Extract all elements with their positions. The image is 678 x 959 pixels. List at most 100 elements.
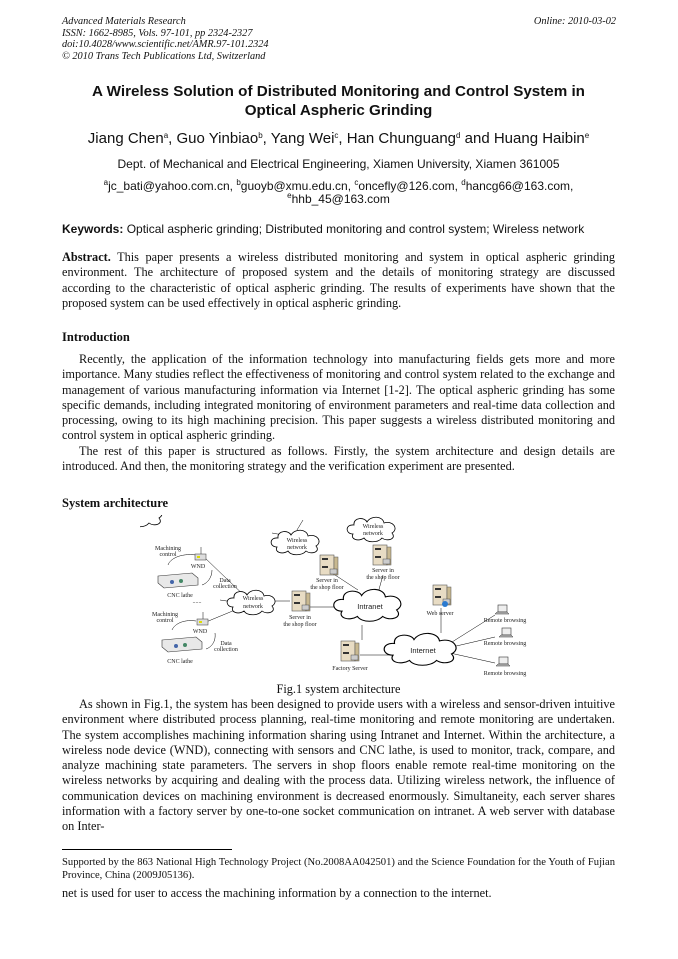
author: Jiang Chen (87, 130, 164, 147)
author-sup: b (258, 131, 263, 140)
label: the shop floor (283, 621, 316, 628)
paragraph-continued: net is used for user to access the machi… (62, 886, 492, 900)
web-server: Web server (426, 584, 454, 617)
label: CNC lathe (167, 659, 193, 665)
label: WND (193, 629, 208, 635)
label: Intranet (357, 602, 383, 611)
label: Factory Server (332, 666, 368, 672)
ellipsis: ...... (193, 599, 203, 605)
label: Remote browsing (484, 618, 527, 624)
email-sup: e (287, 191, 292, 200)
label: Remote browsing (484, 671, 527, 677)
label: Machining (155, 546, 181, 552)
label: Remote browsing (484, 641, 527, 647)
remote-client-3: Remote browsing (484, 656, 527, 677)
email-sup: b (236, 178, 241, 187)
cnc-lathe-1: CNC lathe (157, 572, 199, 599)
author: Huang Haibin (493, 130, 585, 147)
email: hancg66@163.com (465, 179, 570, 193)
author-sup: d (456, 131, 461, 140)
affiliation: Dept. of Mechanical and Electrical Engin… (117, 157, 560, 171)
abstract-label: Abstract. (62, 250, 111, 264)
label: collection (214, 647, 238, 653)
label: Server in (289, 615, 311, 621)
title-line: Optical Aspheric Grinding (244, 102, 433, 119)
email: guoyb@xmu.edu.cn (240, 179, 348, 193)
author-sup: a (163, 131, 169, 140)
cloud-wireless-middle: Wireless network (226, 589, 276, 616)
label: Data (219, 578, 231, 584)
author-sup: e (584, 131, 590, 140)
journal-name: Advanced Materials Research (62, 16, 186, 27)
label: Wireless (363, 524, 384, 530)
author-sup: c (334, 131, 339, 140)
label: Web server (426, 611, 453, 617)
label: Internet (410, 646, 436, 655)
author: Yang Wei (270, 130, 335, 147)
cloud-intranet: Intranet (140, 515, 402, 622)
footnote: Supported by the 863 National High Techn… (62, 857, 615, 882)
email: jc_bati@yahoo.com.cn (108, 179, 230, 193)
title-line: A Wireless Solution of Distributed Monit… (92, 83, 585, 100)
author: Guo Yinbiao (176, 130, 259, 147)
cnc-lathe-2: CNC lathe (161, 636, 203, 665)
sep: , (168, 130, 177, 147)
wnd-2: WND (193, 611, 209, 635)
doi: doi:10.4028/www.scientific.net/AMR.97-10… (62, 39, 269, 50)
journal-header: Advanced Materials Research ISSN: 1662-8… (62, 16, 269, 62)
email: oncefly@126.com (358, 179, 455, 193)
email-sup: c (354, 178, 359, 187)
label: control (160, 552, 177, 558)
label: Machining (152, 612, 178, 618)
email-sup: d (461, 178, 466, 187)
author: Han Chunguang (346, 130, 457, 147)
label: Wireless (287, 538, 308, 544)
sep: , (338, 130, 347, 147)
factory-server: Factory Server (332, 640, 368, 672)
label: network (243, 604, 263, 610)
paper-title: A Wireless Solution of Distributed Monit… (62, 82, 615, 120)
label: network (287, 545, 307, 551)
abstract: Abstract. This paper presents a wireless… (62, 250, 615, 311)
label: Data (220, 641, 232, 647)
section-heading: Introduction (62, 330, 130, 344)
label: Server in (372, 568, 394, 574)
label: Wireless (243, 596, 264, 602)
label: network (363, 531, 383, 537)
paragraph: Recently, the application of the informa… (62, 352, 615, 443)
wnd-1: WND (191, 546, 207, 570)
section-heading: System architecture (62, 496, 169, 510)
email-sup: a (103, 178, 109, 187)
email: hhb_45@163.com (291, 192, 390, 206)
label: control (157, 618, 174, 624)
sep: and (460, 130, 494, 147)
keywords-label: Keywords: (62, 222, 124, 236)
label: WND (191, 564, 206, 570)
online-date: Online: 2010-03-02 (533, 16, 616, 27)
label: the shop floor (366, 574, 399, 581)
paragraph: As shown in Fig.1, the system has been d… (62, 697, 615, 834)
footnote-rule (62, 849, 232, 850)
figure-caption: Fig.1 system architecture (276, 682, 401, 696)
sep: , (262, 130, 271, 147)
issn: ISSN: 1662-8985, Vols. 97-101, pp 2324-2… (62, 27, 253, 39)
label: Server in (316, 578, 338, 584)
label: collection (213, 584, 237, 590)
label: the shop floor (310, 584, 343, 591)
paragraph: The rest of this paper is structured as … (62, 444, 615, 474)
copyright: © 2010 Trans Tech Publications Ltd, Swit… (62, 50, 266, 62)
label: CNC lathe (167, 593, 193, 599)
keywords-text: Optical aspheric grinding; Distributed m… (123, 222, 585, 236)
abstract-text: This paper presents a wireless distribut… (62, 250, 615, 310)
cloud-internet: Internet (383, 632, 457, 666)
authors: Jiang Chena, Guo Yinbiaob, Yang Weic, Ha… (62, 130, 615, 147)
keywords: Keywords: Optical aspheric grinding; Dis… (62, 222, 622, 236)
remote-client-2: Remote browsing (484, 627, 527, 647)
